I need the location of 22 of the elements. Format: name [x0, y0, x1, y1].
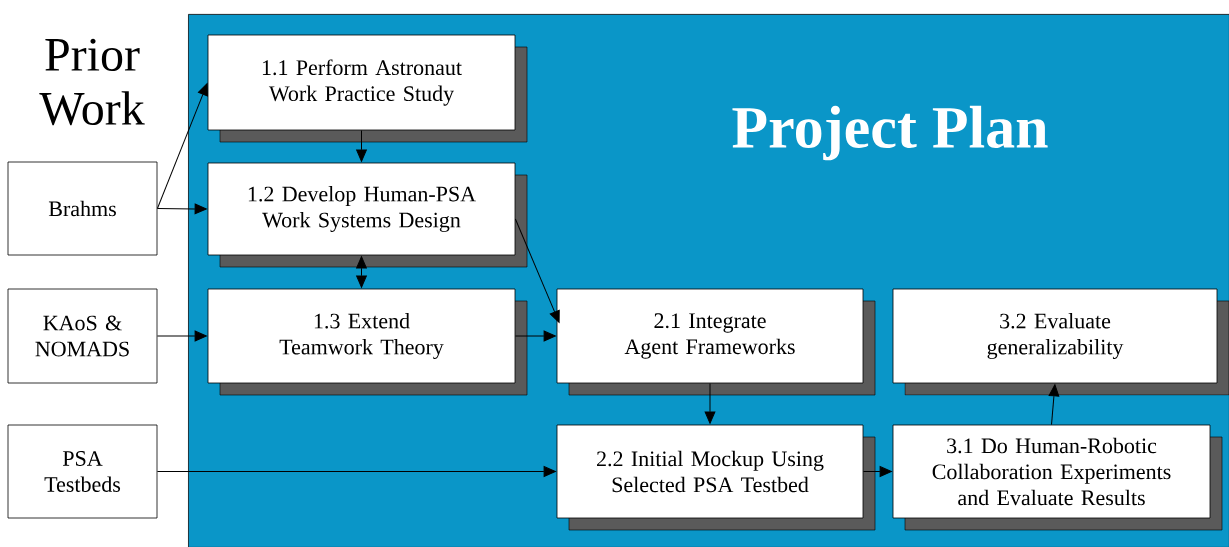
task-box: 2.1 Integrate Agent Frameworks [556, 288, 876, 396]
source-box: PSA Testbeds [7, 424, 158, 519]
task-box: 1.2 Develop Human-PSA Work Systems Design [207, 162, 528, 268]
arrow [514, 330, 556, 342]
task-box: 1.1 Perform Astronaut Work Practice Study [207, 34, 528, 143]
task-box: 2.2 Initial Mockup Using Selected PSA Testbed [556, 424, 876, 531]
arrow [156, 330, 207, 342]
task-box: 1.3 Extend Teamwork Theory [207, 288, 528, 396]
source-box: Brahms [7, 161, 158, 256]
arrow [156, 83, 208, 209]
task-box: 3.2 Evaluate generalizability [892, 288, 1229, 396]
arrow [156, 466, 556, 477]
arrow [862, 466, 892, 477]
arrow [514, 218, 560, 323]
arrow [356, 129, 367, 162]
task-box: 3.1 Do Human-Robotic Collaboration Experiments and Evaluate Results [892, 424, 1223, 531]
arrow [704, 382, 716, 424]
source-box: KAoS & NOMADS [7, 288, 158, 384]
arrow [356, 256, 367, 288]
arrow [156, 203, 207, 215]
heading: Prior Work [39, 38, 145, 126]
arrow [1048, 384, 1060, 426]
